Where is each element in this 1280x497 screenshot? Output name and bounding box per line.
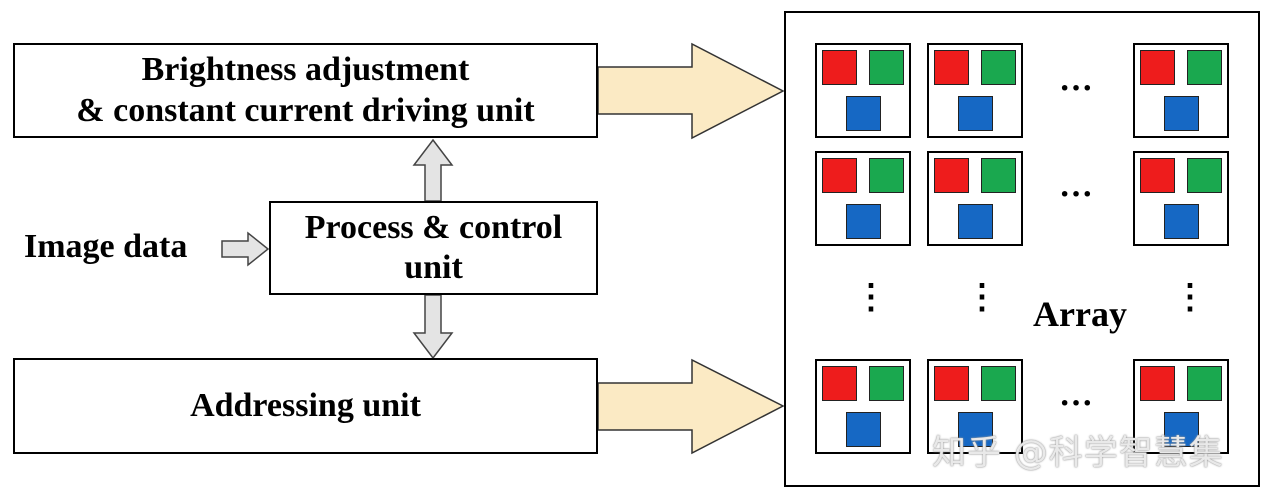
- array-label: Array: [1033, 294, 1127, 334]
- col2-v-ellipsis: ⋮: [965, 279, 999, 316]
- process-control-unit: Process & control unit: [269, 201, 598, 295]
- red-subpixel: [1140, 366, 1175, 401]
- green-subpixel: [869, 366, 904, 401]
- blue-subpixel: [1164, 204, 1199, 239]
- red-subpixel: [1140, 158, 1175, 193]
- pixel-r2-c2: [927, 151, 1023, 246]
- image-data-label: Image data: [24, 228, 188, 265]
- pixel-r2-c1: [815, 151, 911, 246]
- control-to-address-arrow: [412, 294, 454, 360]
- pixel-r1-c2: [927, 43, 1023, 138]
- col1-v-ellipsis: ⋮: [854, 279, 888, 316]
- green-subpixel: [981, 50, 1016, 85]
- addressing-label: Addressing unit: [190, 386, 421, 424]
- pixel-rn-c1: [815, 359, 911, 454]
- brightness-driving-unit: Brightness adjustment & constant current…: [13, 43, 598, 138]
- green-subpixel: [1187, 158, 1222, 193]
- process-line-2: unit: [404, 249, 463, 286]
- rown-h-ellipsis: ···: [1059, 385, 1094, 422]
- brightness-line-1: Brightness adjustment: [141, 51, 470, 89]
- blue-subpixel: [958, 204, 993, 239]
- blue-subpixel: [1164, 96, 1199, 131]
- green-subpixel: [981, 366, 1016, 401]
- red-subpixel: [934, 50, 969, 85]
- green-subpixel: [1187, 366, 1222, 401]
- green-subpixel: [1187, 50, 1222, 85]
- blue-subpixel: [846, 96, 881, 131]
- drive-arrow: [597, 42, 785, 140]
- green-subpixel: [869, 158, 904, 193]
- green-subpixel: [869, 50, 904, 85]
- coln-v-ellipsis: ⋮: [1173, 279, 1207, 316]
- red-subpixel: [822, 50, 857, 85]
- row1-h-ellipsis: ···: [1059, 70, 1094, 107]
- red-subpixel: [822, 366, 857, 401]
- red-subpixel: [934, 366, 969, 401]
- brightness-line-2: & constant current driving unit: [76, 91, 535, 129]
- pixel-r1-c1: [815, 43, 911, 138]
- image-data-arrow: [221, 231, 270, 267]
- red-subpixel: [1140, 50, 1175, 85]
- watermark: 知乎 @科学智慧集: [932, 433, 1224, 473]
- pixel-r1-cn: [1133, 43, 1229, 138]
- control-to-drive-arrow: [412, 138, 454, 202]
- row2-h-ellipsis: ···: [1059, 176, 1094, 213]
- blue-subpixel: [846, 412, 881, 447]
- blue-subpixel: [846, 204, 881, 239]
- address-arrow: [597, 358, 785, 455]
- green-subpixel: [981, 158, 1016, 193]
- blue-subpixel: [958, 412, 993, 447]
- pixel-r2-cn: [1133, 151, 1229, 246]
- pixel-rn-cn: [1133, 359, 1229, 454]
- red-subpixel: [822, 158, 857, 193]
- red-subpixel: [934, 158, 969, 193]
- pixel-rn-c2: [927, 359, 1023, 454]
- blue-subpixel: [958, 96, 993, 131]
- process-line-1: Process & control: [304, 208, 563, 246]
- blue-subpixel: [1164, 412, 1199, 447]
- addressing-unit: Addressing unit: [13, 358, 598, 454]
